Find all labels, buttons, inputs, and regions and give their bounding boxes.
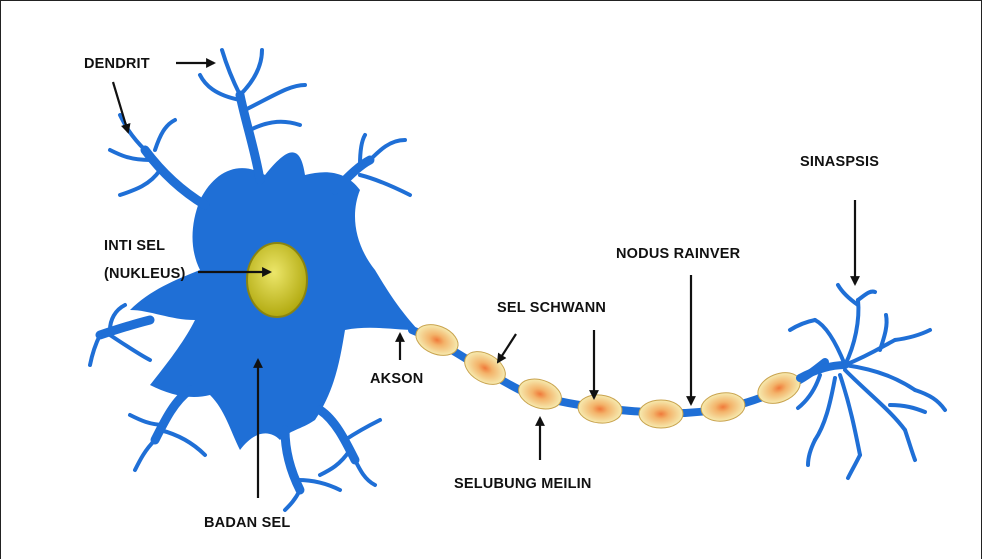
label-inti-sel-line1: INTI SEL <box>104 238 165 254</box>
label-badan-sel: BADAN SEL <box>204 515 290 531</box>
label-selubung-meilin: SELUBUNG MEILIN <box>454 476 592 492</box>
label-inti-sel-line2: (NUKLEUS) <box>104 266 186 282</box>
dendrit-arrow-down <box>113 82 128 132</box>
nucleus <box>247 243 307 317</box>
sel-schwann-arrow <box>498 334 516 362</box>
label-dendrit: DENDRIT <box>84 56 150 72</box>
label-akson: AKSON <box>370 371 423 387</box>
myelin-sheath <box>411 319 804 428</box>
label-sinaspsis: SINASPSIS <box>800 154 879 170</box>
axon-terminal <box>790 285 945 478</box>
label-sel-schwann: SEL SCHWANN <box>497 300 606 316</box>
label-nodus-rainver: NODUS RAINVER <box>616 246 741 262</box>
